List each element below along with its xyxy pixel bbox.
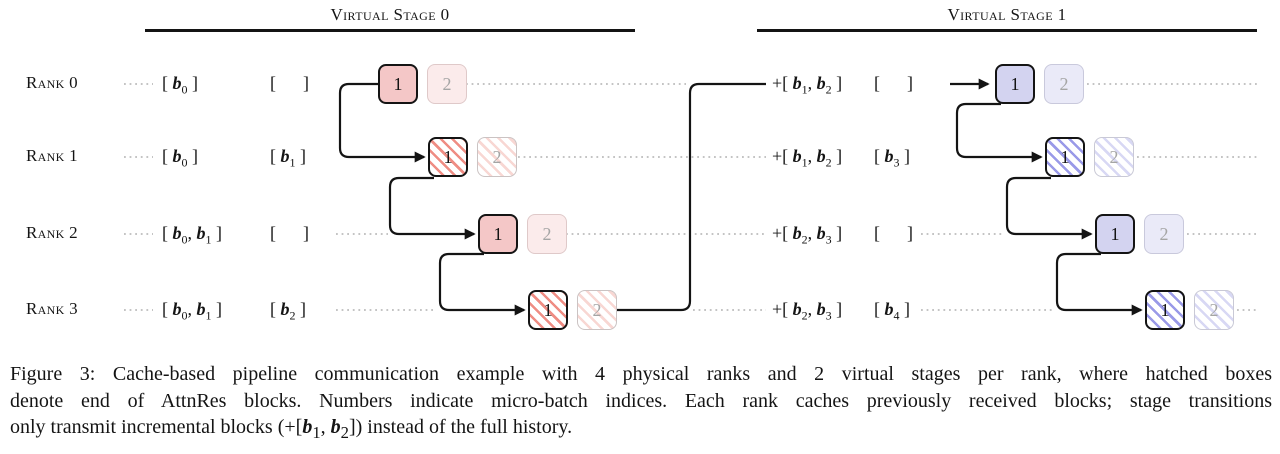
microbatch-box-s0-rank1-2: 2 [477, 137, 517, 177]
rank-0-label: Rank 0 [26, 73, 78, 92]
virtual-stage-1-header: Virtual Stage 1 [947, 5, 1067, 24]
microbatch-box-s1-rank0-1: 1 [995, 64, 1035, 104]
rank0-delta-label: +[ b1, b2 ] [768, 71, 847, 96]
rank-3-label: Rank 3 [26, 299, 78, 318]
rank1-delta-incoming-label: [ b3 ] [870, 144, 914, 169]
rank2-cache-label: [ b0, b1 ] [158, 221, 226, 246]
stage-0-rule [145, 29, 635, 32]
microbatch-box-s1-rank2-1: 1 [1095, 214, 1135, 254]
microbatch-box-s1-rank0-2: 2 [1044, 64, 1084, 104]
microbatch-box-s1-rank3-1: 1 [1145, 290, 1185, 330]
arrow-s0-rank2-to-rank3 [438, 252, 526, 316]
rank0-incoming-label: [ ] [266, 71, 313, 96]
row-leader-dots [124, 83, 1257, 311]
arrow-s1-rank1-to-rank2 [1005, 176, 1093, 240]
microbatch-box-s0-rank3-1: 1 [528, 290, 568, 330]
microbatch-box-s0-rank2-2: 2 [527, 214, 567, 254]
rank0-cache-label: [ b0 ] [158, 71, 202, 96]
arrow-s1-rank2-to-rank3 [1055, 252, 1143, 316]
microbatch-box-s1-rank1-2: 2 [1094, 137, 1134, 177]
caption-line-1: Figure 3: Cache-based pipeline communica… [10, 363, 1272, 385]
stage-transition-line [616, 82, 766, 312]
microbatch-box-s0-rank2-1: 1 [478, 214, 518, 254]
caption-line-3: only transmit incremental blocks (+[b1, … [10, 416, 573, 442]
microbatch-box-s0-rank0-2: 2 [427, 64, 467, 104]
send-arrows [338, 78, 1143, 316]
microbatch-box-s0-rank0-1: 1 [378, 64, 418, 104]
figure-caption: Figure 3: Cache-based pipeline communica… [10, 361, 1272, 447]
rank-1-label: Rank 1 [26, 146, 78, 165]
microbatch-box-s1-rank2-2: 2 [1144, 214, 1184, 254]
virtual-stage-0-header: Virtual Stage 0 [330, 5, 450, 24]
rank1-cache-label: [ b0 ] [158, 144, 202, 169]
rank3-delta-label: +[ b2, b3 ] [768, 297, 847, 322]
stage-1-rule [757, 29, 1257, 32]
rank3-delta-incoming-label: [ b4 ] [870, 297, 914, 322]
caption-line-2: denote end of AttnRes blocks. Numbers in… [10, 389, 1272, 412]
rank2-delta-incoming-label: [ ] [870, 221, 917, 246]
microbatch-box-s0-rank1-1: 1 [428, 137, 468, 177]
rank2-incoming-label: [ ] [266, 221, 313, 246]
rank3-cache-label: [ b0, b1 ] [158, 297, 226, 322]
arrow-s1-rank0-to-rank1 [955, 102, 1043, 163]
rank1-delta-label: +[ b1, b2 ] [768, 144, 847, 169]
arrow-s0-rank1-to-rank2 [388, 176, 476, 240]
rank3-incoming-label: [ b2 ] [266, 297, 310, 322]
microbatch-box-s1-rank3-2: 2 [1194, 290, 1234, 330]
rank2-delta-label: +[ b2, b3 ] [768, 221, 847, 246]
microbatch-box-s1-rank1-1: 1 [1045, 137, 1085, 177]
microbatch-box-s0-rank3-2: 2 [577, 290, 617, 330]
rank-2-label: Rank 2 [26, 223, 78, 242]
rank1-incoming-label: [ b1 ] [266, 144, 310, 169]
rank0-delta-incoming-label: [ ] [870, 71, 917, 96]
